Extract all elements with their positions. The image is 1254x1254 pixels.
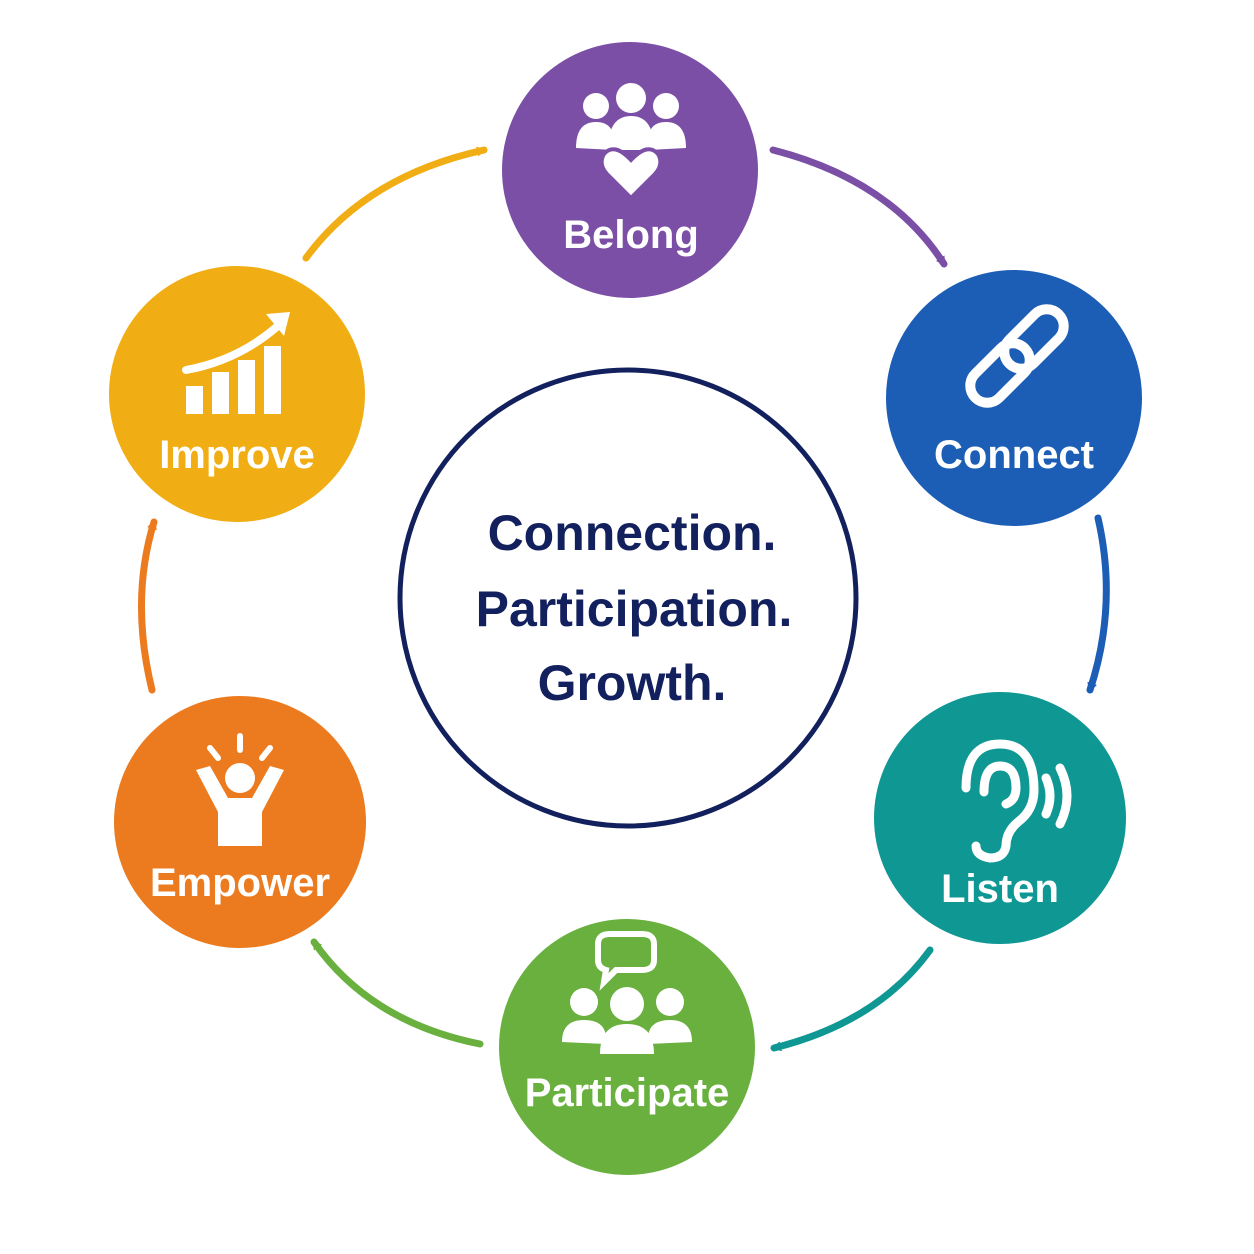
arrow-connect-to-listen <box>1086 514 1110 694</box>
node-circle <box>874 692 1126 944</box>
people-heart-icon <box>576 83 686 201</box>
raised-arms-person-icon <box>196 733 284 846</box>
group-speech-bubble-icon <box>562 931 692 1054</box>
node-label: Belong <box>563 213 699 257</box>
arrow-improve-to-belong <box>302 146 488 262</box>
node-label: Connect <box>934 433 1094 477</box>
arrow-listen-to-participate <box>770 946 934 1052</box>
arrow-participate-to-empower <box>310 938 484 1048</box>
node-belong: Belong <box>502 42 758 298</box>
node-label: Empower <box>150 861 330 905</box>
center-ring <box>397 367 859 829</box>
node-empower: Empower <box>114 696 366 948</box>
arrow-belong-to-connect <box>769 146 948 268</box>
center-line-participation: Participation. <box>476 581 793 637</box>
node-listen: Listen <box>874 692 1126 944</box>
node-participate: Participate <box>499 919 755 1175</box>
node-label: Improve <box>159 433 315 477</box>
node-improve: Improve <box>109 266 365 522</box>
chain-link-icon <box>965 304 1069 408</box>
ear-sound-icon <box>961 739 1072 863</box>
bar-chart-growth-icon <box>182 312 290 414</box>
node-circle <box>886 270 1142 526</box>
arrow-empower-to-improve <box>138 518 158 694</box>
node-connect: Connect <box>886 270 1142 526</box>
node-label: Participate <box>525 1071 730 1115</box>
center-hub: Connection. Participation. Growth. <box>397 367 859 829</box>
arrows <box>138 146 1110 1052</box>
node-circle <box>109 266 365 522</box>
node-label: Listen <box>941 867 1059 911</box>
center-line-growth: Growth. <box>538 655 727 711</box>
center-line-connection: Connection. <box>488 505 777 561</box>
